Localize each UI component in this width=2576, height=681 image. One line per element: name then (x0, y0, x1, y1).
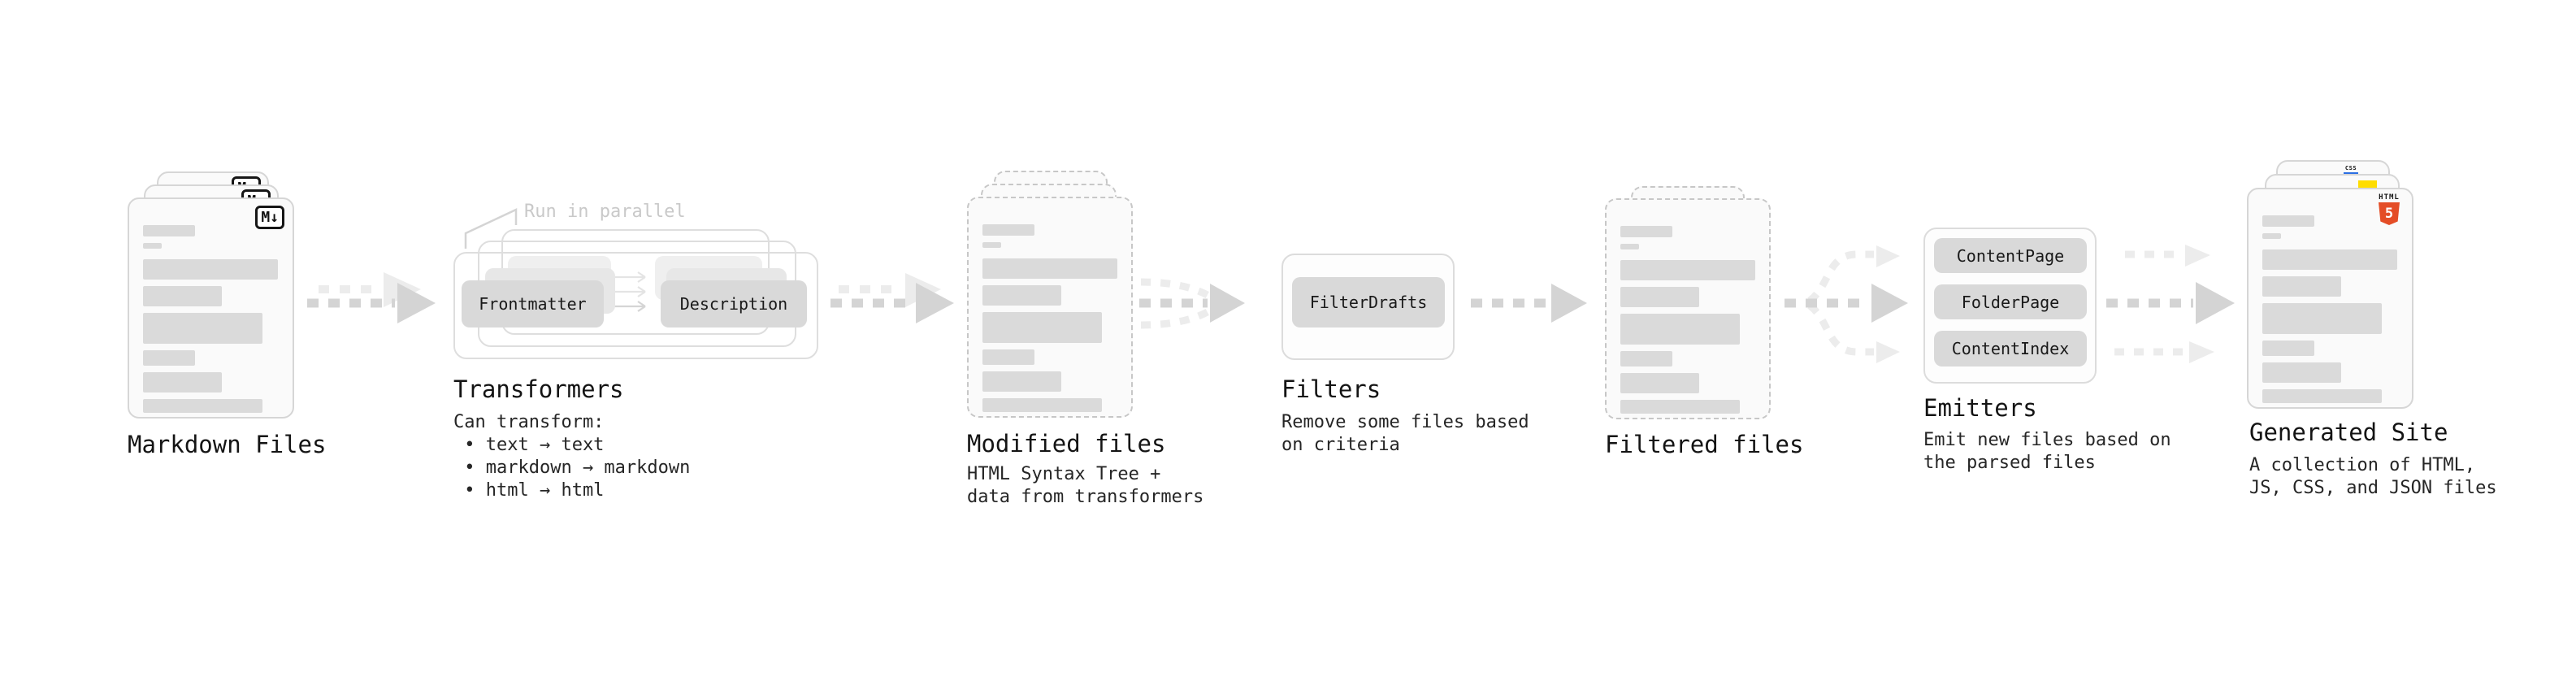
placeholder-bar (1620, 373, 1699, 393)
stage-label-generated-site: Generated Site (2249, 419, 2448, 446)
description-line: the parsed files (1923, 453, 2096, 473)
placeholder-bar (2262, 389, 2382, 403)
placeholder-bar (982, 398, 1102, 412)
description-line: • text → text (453, 435, 605, 455)
placeholder-bar (982, 285, 1061, 306)
placeholder-bar (2262, 276, 2341, 297)
placeholder-bar (982, 242, 1001, 248)
folder-page-emitter-chip: FolderPage (1934, 284, 2087, 319)
markdown-file-card: M↓ (128, 197, 294, 419)
placeholder-bar (2262, 303, 2382, 334)
placeholder-bar (143, 399, 262, 413)
stage-label-markdown-files: Markdown Files (128, 431, 327, 458)
filters-description: Remove some files based on criteria (1281, 411, 1529, 457)
placeholder-bar (982, 224, 1034, 236)
placeholder-text-bars (2249, 215, 2412, 403)
placeholder-bar (1620, 351, 1672, 367)
placeholder-bar (2262, 249, 2397, 270)
placeholder-bar (2262, 233, 2281, 239)
transformer-box-front (453, 252, 818, 359)
placeholder-text-bars (129, 225, 293, 413)
placeholder-bar (143, 259, 278, 280)
filter-drafts-chip: FilterDrafts (1292, 277, 1445, 327)
css-logo-icon: CSS (2343, 166, 2359, 175)
stage-label-filtered-files: Filtered files (1605, 431, 1804, 458)
placeholder-bar (2262, 362, 2341, 383)
filtered-file-card (1605, 198, 1771, 419)
description-line: HTML Syntax Tree + (967, 464, 1161, 484)
placeholder-bar (1620, 226, 1672, 237)
placeholder-text-bars (1607, 226, 1769, 414)
html5-logo-icon: HTML 5 (2376, 193, 2402, 225)
modified-files-description: HTML Syntax Tree + data from transformer… (967, 463, 1203, 509)
arrow-filtered-to-emitters-icon (1785, 245, 1908, 363)
placeholder-bar (1620, 287, 1699, 307)
placeholder-bar (982, 258, 1117, 279)
arrow-markdown-to-transformers-icon (307, 272, 436, 323)
generated-html-file-card: HTML 5 (2247, 188, 2413, 409)
content-page-emitter-chip: ContentPage (1934, 238, 2087, 273)
modified-file-card (967, 197, 1133, 418)
arrow-modified-to-filters-icon (1139, 278, 1245, 329)
placeholder-bar (143, 372, 222, 393)
description-line: A collection of HTML, (2249, 455, 2476, 475)
markdown-logo-icon: M↓ (255, 206, 284, 229)
placeholder-bar (2262, 340, 2314, 356)
transformers-description: Can transform: • text → text • markdown … (453, 411, 690, 502)
description-line: Emit new files based on (1923, 430, 2171, 450)
placeholder-bar (143, 286, 222, 306)
stage-label-modified-files: Modified files (967, 430, 1166, 458)
description-line: data from transformers (967, 487, 1204, 507)
stage-label-emitters: Emitters (1923, 394, 2037, 422)
placeholder-bar (143, 313, 262, 344)
description-line: on criteria (1281, 435, 1400, 455)
arrow-emitters-to-generated-icon (2106, 245, 2235, 363)
description-line: • markdown → markdown (453, 458, 691, 478)
placeholder-bar (143, 350, 195, 366)
generated-site-description: A collection of HTML, JS, CSS, and JSON … (2249, 454, 2497, 500)
arrow-filters-to-filtered-icon (1471, 284, 1587, 323)
stage-label-transformers: Transformers (453, 375, 624, 403)
placeholder-bar (982, 349, 1034, 365)
placeholder-bar (143, 243, 162, 249)
stage-label-filters: Filters (1281, 375, 1381, 403)
placeholder-bar (982, 312, 1102, 343)
description-line: Remove some files based (1281, 412, 1529, 432)
placeholder-text-bars (969, 224, 1131, 412)
run-in-parallel-callout: Run in parallel (524, 202, 686, 222)
placeholder-bar (1620, 260, 1755, 280)
arrow-transformers-to-modified-icon (830, 273, 954, 323)
placeholder-bar (1620, 314, 1740, 345)
content-index-emitter-chip: ContentIndex (1934, 331, 2087, 367)
placeholder-bar (2262, 215, 2314, 227)
placeholder-bar (143, 225, 195, 236)
placeholder-bar (1620, 244, 1639, 249)
description-line: • html → html (453, 480, 605, 501)
placeholder-bar (1620, 400, 1740, 414)
placeholder-bar (982, 371, 1061, 392)
frontmatter-transformer-chip: Frontmatter (462, 280, 604, 327)
emitters-description: Emit new files based on the parsed files (1923, 429, 2171, 475)
description-transformer-chip: Description (661, 280, 807, 327)
description-line: Can transform: (453, 412, 605, 432)
description-line: JS, CSS, and JSON files (2249, 478, 2497, 498)
